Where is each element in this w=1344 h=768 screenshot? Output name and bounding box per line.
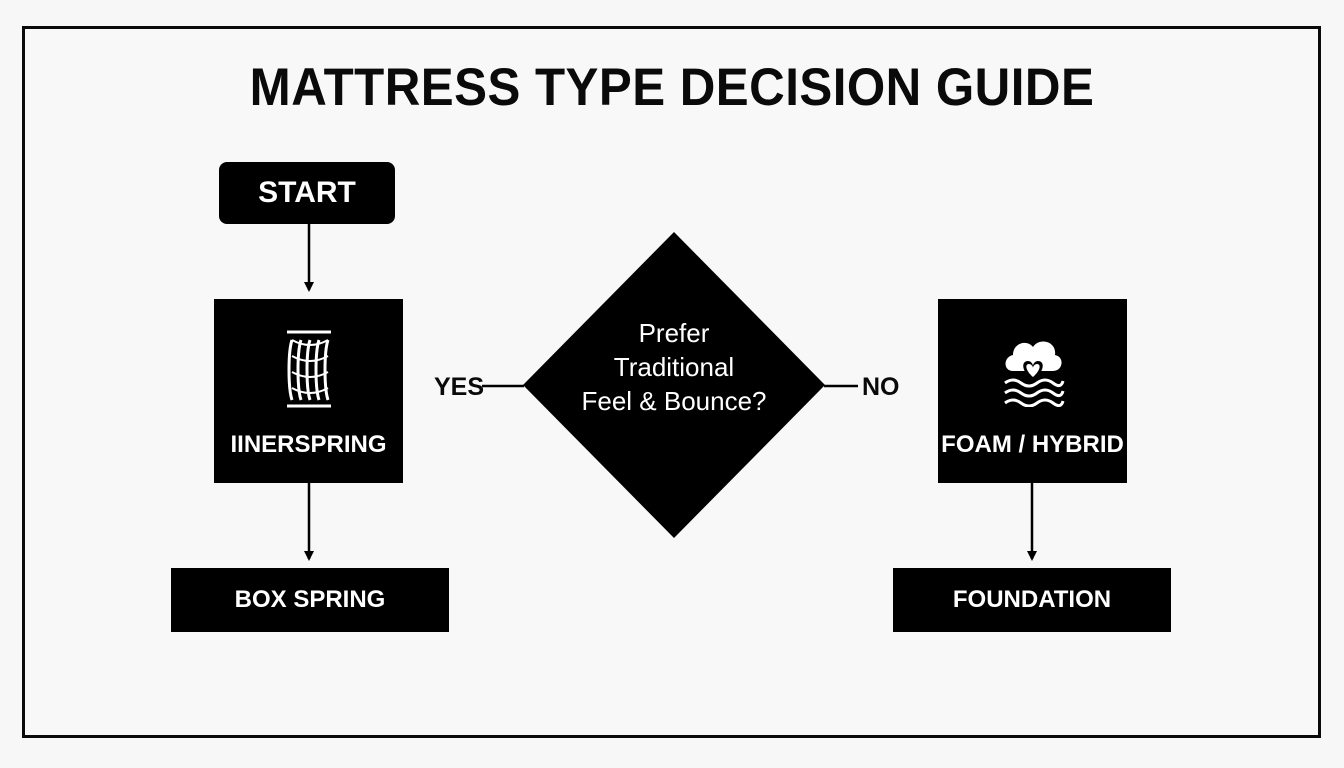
foundation-node: FOUNDATION (893, 568, 1171, 632)
foam-hybrid-label: FOAM / HYBRID (941, 431, 1124, 458)
decision-question: Prefer Traditional Feel & Bounce? (523, 316, 825, 418)
box-spring-node: BOX SPRING (171, 568, 449, 632)
decision-line-3: Feel & Bounce? (581, 386, 767, 416)
yes-branch-label: YES (434, 373, 485, 401)
innerspring-node: IINERSPRING (214, 299, 403, 483)
coil-spring-icon (284, 327, 334, 411)
cloud-heart-waves-icon (1001, 327, 1065, 411)
start-node: START (219, 162, 395, 224)
decision-line-2: Traditional (613, 352, 735, 382)
no-branch-label: NO (862, 373, 900, 401)
decision-node (523, 232, 825, 538)
page-title: MATTRESS TYPE DECISION GUIDE (249, 58, 1095, 117)
foam-hybrid-node: FOAM / HYBRID (938, 299, 1127, 483)
decision-line-1: Prefer (638, 318, 710, 348)
innerspring-label: IINERSPRING (230, 431, 387, 458)
